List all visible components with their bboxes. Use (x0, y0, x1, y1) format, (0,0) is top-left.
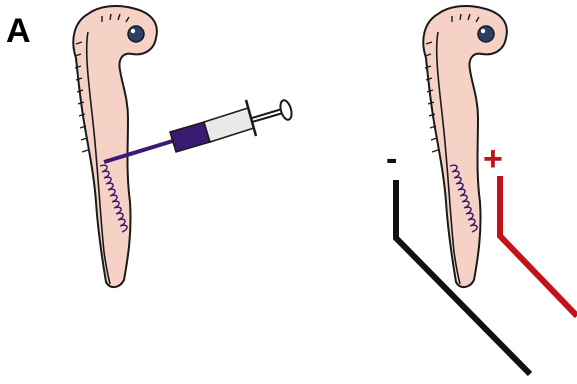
syringe-plunger-thumb (278, 99, 293, 121)
positive-sign: + (483, 140, 503, 178)
syringe-icon (104, 99, 294, 162)
syringe-barrel (204, 108, 254, 142)
panel-label: A (6, 12, 31, 50)
positive-wire (500, 176, 577, 316)
chick-embryo-left (73, 6, 157, 287)
negative-sign: - (386, 140, 397, 178)
syringe-dye-chamber (170, 122, 210, 152)
positive-electrode-icon: + (483, 140, 577, 316)
